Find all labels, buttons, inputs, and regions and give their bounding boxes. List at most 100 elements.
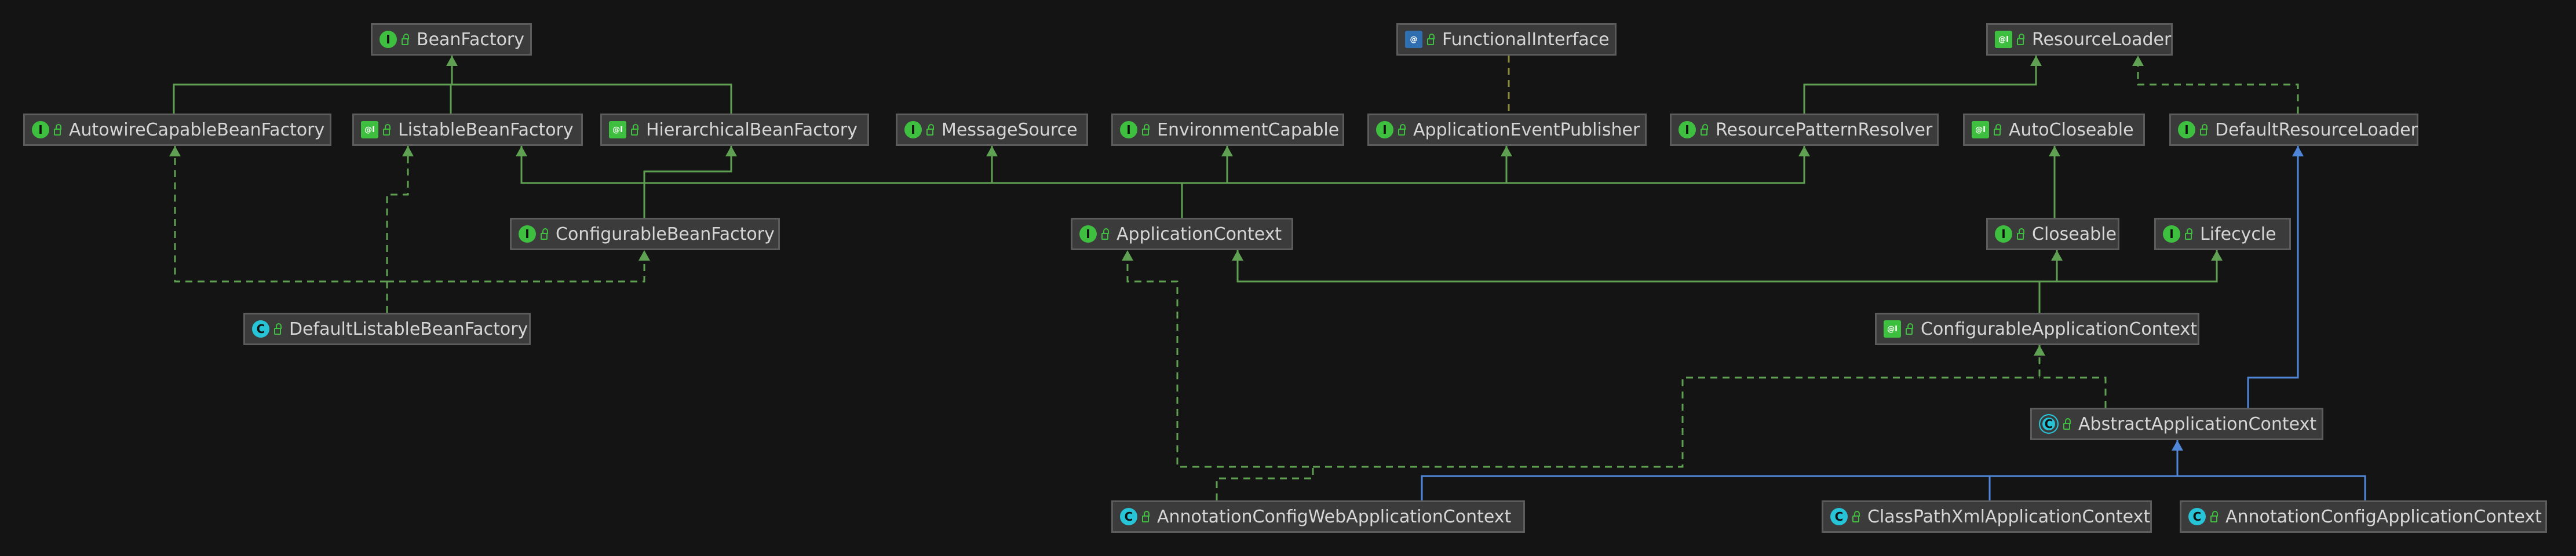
- public-lock-icon: [2017, 34, 2024, 45]
- public-lock-icon: [2210, 511, 2218, 522]
- node-listable-bean-factory[interactable]: @I ListableBeanFactory: [352, 114, 583, 146]
- arrowhead: [2051, 250, 2063, 261]
- edge: [174, 146, 387, 283]
- node-label: AutowireCapableBeanFactory: [69, 119, 325, 140]
- public-lock-icon: [1906, 323, 1913, 335]
- class-icon: C: [252, 320, 269, 338]
- node-resource-pattern-resolver[interactable]: I ResourcePatternResolver: [1670, 114, 1939, 146]
- node-label: AnnotationConfigApplicationContext: [2225, 506, 2542, 527]
- edge: [173, 83, 464, 114]
- edge: [1421, 440, 2179, 500]
- node-label: EnvironmentCapable: [1157, 119, 1340, 140]
- arrowhead: [169, 146, 181, 156]
- public-lock-icon: [1142, 124, 1150, 136]
- edge: [2177, 475, 2366, 500]
- public-lock-icon: [1701, 124, 1708, 136]
- class-icon: C: [2188, 508, 2206, 525]
- public-lock-icon: [1994, 124, 2001, 136]
- node-label: AutoCloseable: [2009, 119, 2134, 140]
- node-abstract-application-context[interactable]: C AbstractApplicationContext: [2030, 408, 2323, 440]
- public-lock-icon: [1427, 34, 1435, 45]
- node-label: ConfigurableApplicationContext: [1921, 319, 2197, 339]
- node-label: ResourceLoader: [2032, 29, 2172, 50]
- interface-icon: I: [1995, 225, 2012, 243]
- node-label: ConfigurableBeanFactory: [556, 224, 775, 244]
- interface-icon: I: [380, 31, 397, 48]
- node-label: DefaultResourceLoader: [2215, 119, 2418, 140]
- public-lock-icon: [1852, 511, 1860, 522]
- public-lock-icon: [1398, 124, 1406, 136]
- arrowhead: [446, 56, 458, 66]
- edge: [1182, 146, 1228, 184]
- public-lock-icon: [2063, 418, 2071, 430]
- interface-icon: I: [1679, 121, 1696, 138]
- arrowhead: [1232, 250, 1243, 261]
- node-message-source[interactable]: I MessageSource: [896, 114, 1088, 146]
- node-label: ResourcePatternResolver: [1716, 119, 1933, 140]
- interface-icon: I: [1376, 121, 1393, 138]
- public-lock-icon: [2185, 228, 2192, 240]
- public-lock-icon: [2200, 124, 2208, 136]
- node-configurable-bean-factory[interactable]: I ConfigurableBeanFactory: [510, 218, 780, 250]
- node-default-listable-bean-factory[interactable]: C DefaultListableBeanFactory: [243, 313, 531, 345]
- edge: [1236, 250, 2041, 313]
- node-label: DefaultListableBeanFactory: [289, 319, 528, 339]
- node-class-path-xml-application-context[interactable]: C ClassPathXmlApplicationContext: [1822, 500, 2152, 533]
- arrowhead: [2030, 56, 2042, 66]
- interface-icon: I: [904, 121, 922, 138]
- node-functional-interface[interactable]: @ FunctionalInterface: [1396, 23, 1617, 56]
- node-label: AnnotationConfigWebApplicationContext: [1157, 506, 1512, 527]
- arrowhead: [725, 146, 737, 156]
- arrowhead: [2132, 56, 2144, 66]
- node-label: ApplicationContext: [1116, 224, 1282, 244]
- arrowhead: [1122, 250, 1133, 261]
- node-label: FunctionalInterface: [1442, 29, 1610, 50]
- edge: [387, 250, 645, 283]
- edge: [1313, 376, 2039, 468]
- arrowhead: [2211, 250, 2223, 261]
- edge: [2039, 250, 2218, 283]
- functional-interface-icon: @I: [361, 121, 378, 138]
- node-label: ListableBeanFactory: [398, 119, 574, 140]
- interface-icon: I: [519, 225, 536, 243]
- node-label: AbstractApplicationContext: [2078, 414, 2317, 434]
- node-label: ApplicationEventPublisher: [1413, 119, 1640, 140]
- abstract-class-icon: C: [2039, 414, 2059, 434]
- node-configurable-application-context[interactable]: @I ConfigurableApplicationContext: [1875, 313, 2199, 345]
- class-icon: C: [1830, 508, 1848, 525]
- interface-icon: I: [32, 121, 49, 138]
- node-application-event-publisher[interactable]: I ApplicationEventPublisher: [1367, 114, 1647, 146]
- public-lock-icon: [2017, 228, 2024, 240]
- arrowhead: [1501, 146, 1512, 156]
- edge: [2247, 146, 2299, 408]
- edge: [2137, 56, 2299, 114]
- edge: [2038, 345, 2107, 408]
- arrowhead: [2034, 345, 2045, 356]
- arrowhead: [986, 146, 998, 156]
- public-lock-icon: [631, 124, 638, 136]
- public-lock-icon: [541, 228, 548, 240]
- node-autowire-capable-bean-factory[interactable]: I AutowireCapableBeanFactory: [23, 114, 331, 146]
- public-lock-icon: [926, 124, 934, 136]
- public-lock-icon: [402, 34, 409, 45]
- annotation-icon: @: [1405, 31, 1422, 48]
- public-lock-icon: [54, 124, 61, 136]
- node-label: ClassPathXmlApplicationContext: [1867, 506, 2151, 527]
- node-annotation-config-application-context[interactable]: C AnnotationConfigApplicationContext: [2180, 500, 2547, 533]
- edge: [1803, 56, 2037, 114]
- node-label: MessageSource: [942, 119, 1078, 140]
- functional-interface-icon: @I: [1884, 320, 1901, 338]
- interface-icon: I: [2163, 225, 2180, 243]
- public-lock-icon: [1101, 228, 1109, 240]
